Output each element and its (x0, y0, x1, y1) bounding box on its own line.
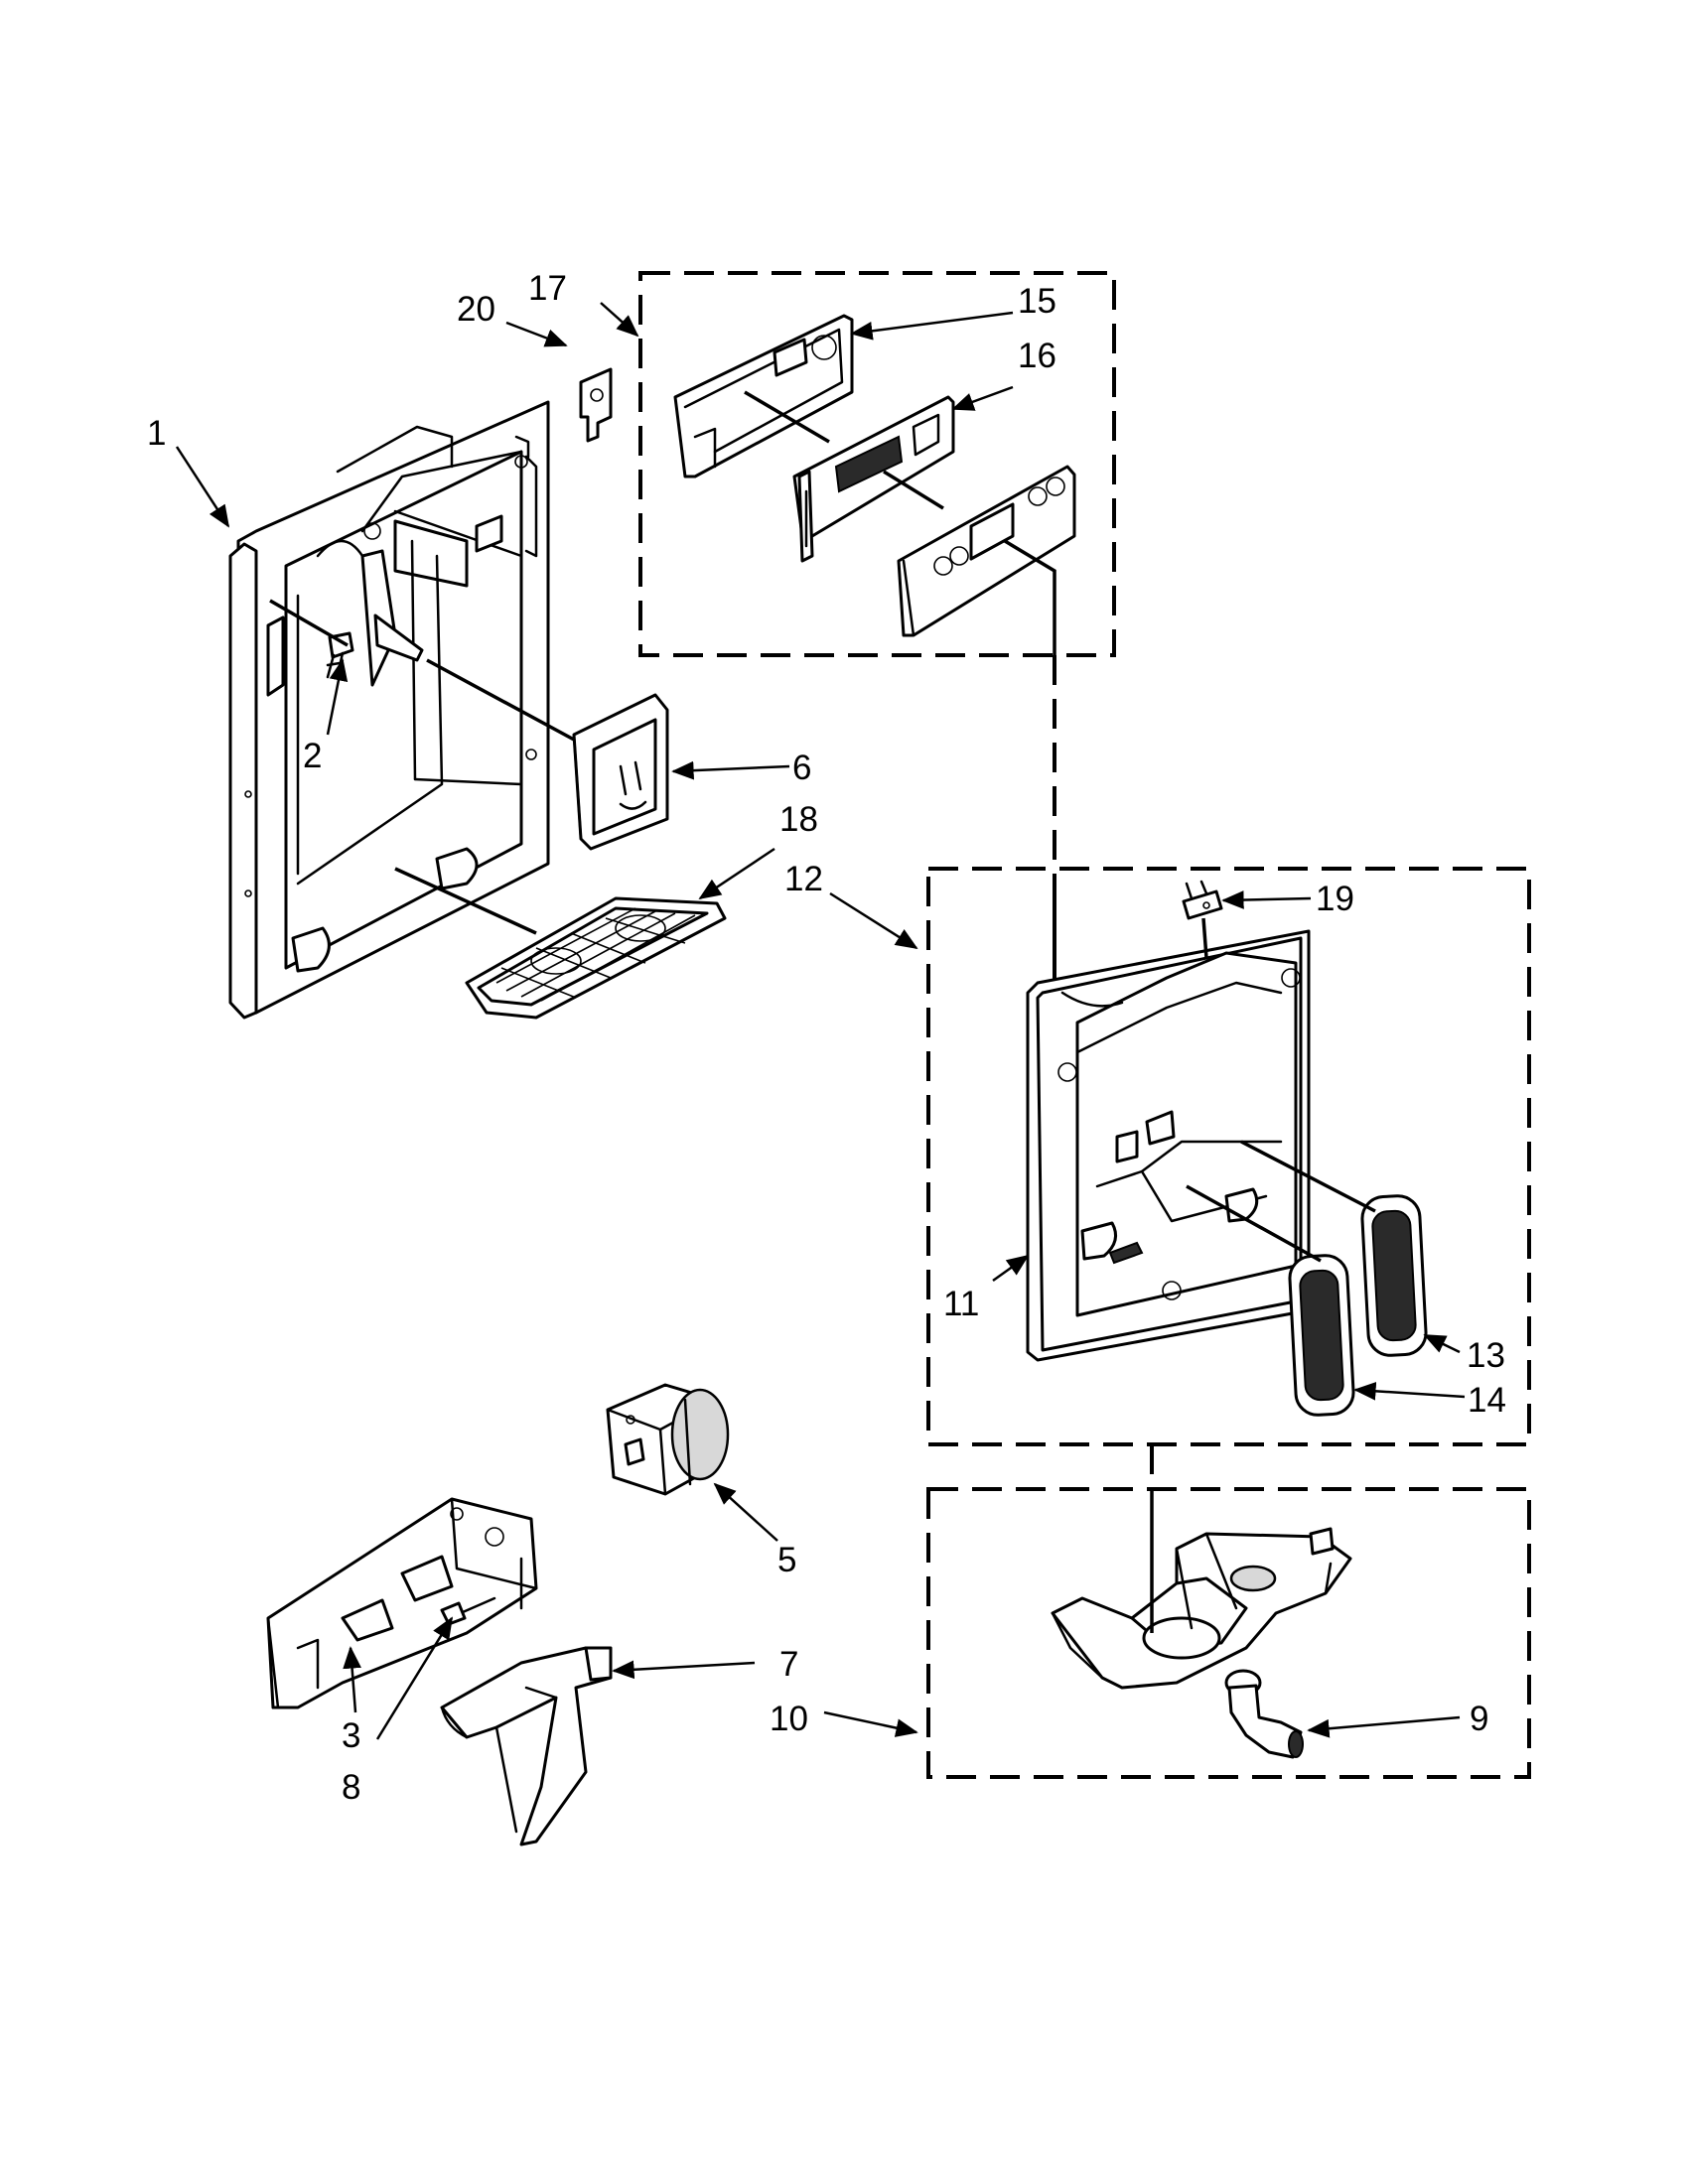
callout-11: 11 (943, 1285, 979, 1323)
part-16-front-panel (897, 465, 1076, 637)
connector-pad-line-2 (1240, 1140, 1376, 1213)
callout-19: 19 (1316, 880, 1354, 918)
subassembly-box-12 (926, 867, 1531, 1446)
connector-panel-line-1 (744, 390, 830, 444)
connector-panel-line-2 (883, 470, 944, 510)
leader-lines (175, 302, 1466, 1740)
callout-6: 6 (792, 749, 811, 787)
callout-8: 8 (342, 1768, 360, 1807)
connector-switch-line (1201, 917, 1208, 959)
callout-14: 14 (1468, 1381, 1506, 1420)
part-3-lever-bracket (266, 1497, 538, 1709)
callout-10: 10 (770, 1700, 808, 1738)
callout-5: 5 (777, 1541, 796, 1579)
connector-screw-line (269, 599, 349, 647)
part-11-inner-housing (1026, 929, 1311, 1362)
callout-3: 3 (342, 1716, 360, 1755)
part-1-dispenser-housing (228, 400, 550, 1020)
part-16-control-board (792, 395, 955, 563)
connector-tray-line (394, 867, 537, 935)
part-7-lever-arm (440, 1646, 613, 1846)
part-18-drip-tray (465, 896, 727, 1020)
callout-18: 18 (779, 800, 818, 839)
subassembly-box-10 (926, 1487, 1531, 1779)
part-15-panel-bracket (673, 314, 854, 478)
part-10-ice-chute (1051, 1527, 1352, 1690)
callout-9: 9 (1470, 1700, 1488, 1738)
callout-15: 15 (1018, 282, 1056, 321)
callout-labels: 1 2 3 5 6 7 8 9 10 11 12 13 14 15 16 17 … (147, 269, 1506, 1807)
callout-7: 7 (779, 1645, 798, 1684)
part-19-switch (1182, 880, 1223, 920)
part-13-button-pad (1360, 1194, 1428, 1357)
callout-20: 20 (457, 290, 495, 329)
part-6-actuator-paddle (572, 693, 669, 851)
part-20-clip (579, 367, 613, 443)
part-9-elbow-fitting (1224, 1669, 1304, 1759)
subassembly-box-15-16 (638, 271, 1116, 657)
callout-13: 13 (1467, 1336, 1505, 1375)
callout-1: 1 (147, 414, 166, 453)
callout-16: 16 (1018, 337, 1056, 375)
connector-paddle-line (426, 658, 575, 742)
connector-pad-line-1 (1186, 1184, 1322, 1263)
part-5-motor (606, 1383, 730, 1496)
connector-panel-line-3 (1004, 539, 1056, 655)
part-14-button-pad (1288, 1254, 1355, 1417)
callout-12: 12 (784, 860, 823, 898)
callout-17: 17 (528, 269, 567, 308)
callout-2: 2 (303, 737, 322, 775)
